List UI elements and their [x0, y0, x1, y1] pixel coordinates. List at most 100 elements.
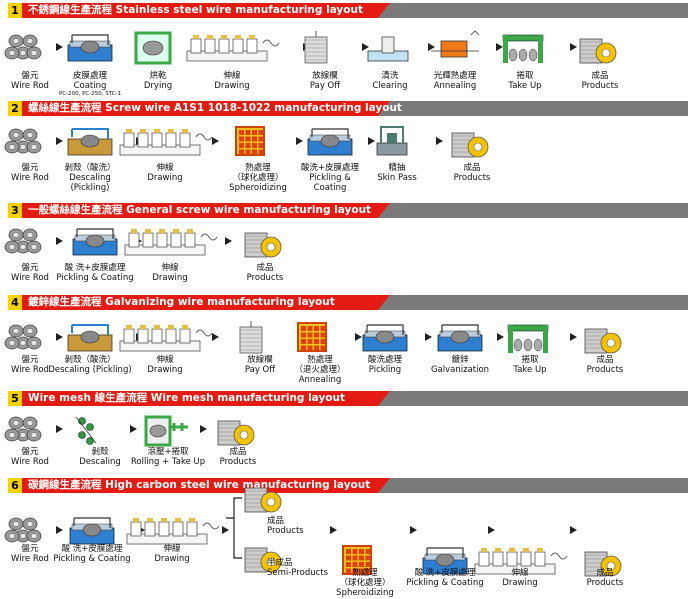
step-label-zh: 烘乾 [149, 71, 167, 81]
flow-arrow [56, 526, 63, 534]
step-label-zh: 剝殼（酸洗） [64, 163, 116, 173]
step-label-zh: 滾壓+捲取 [147, 447, 189, 457]
step-label-en: Take Up [508, 81, 542, 91]
header-red-band [8, 203, 390, 218]
step-label: 剝殼（酸洗）Descaling (Pickling) [40, 163, 140, 193]
product-coil-icon [244, 232, 282, 258]
drawing-machine-icon [119, 325, 213, 352]
step-label-zh: 放線欄 [312, 71, 338, 81]
heat-treatment-icon [235, 126, 265, 156]
step-label-en: Clearing [372, 81, 408, 91]
step-label-zh: 皮膜處理 [72, 71, 107, 81]
flow-arrow [488, 526, 495, 534]
flow-arrow [428, 43, 435, 51]
step-label-zh: 伸線 [511, 568, 529, 578]
step-label-en: Pay Off [309, 81, 341, 91]
step-label-en: Pickling & Coating [53, 554, 131, 564]
flow-arrow [130, 425, 137, 433]
step-label-zh: 半成品 [267, 558, 293, 568]
step-label-en: Galvanization [430, 365, 490, 375]
flow-arrow [56, 333, 63, 341]
step-label-en: Spheroidizing [229, 183, 287, 193]
step-label-zh: 伸線 [161, 263, 179, 273]
coating-tank-icon [69, 517, 115, 545]
descaling-tank-icon [67, 128, 113, 156]
section-number: 2 [8, 101, 22, 116]
step-label-zh: 剝殼 [91, 447, 109, 457]
step-label-en: Pickling & Coating [406, 578, 484, 588]
branch-connector [226, 497, 242, 559]
step-label-en: Drawing [154, 554, 190, 564]
step-label-en: Spheroidizing [336, 588, 394, 598]
step-label-en: Skin Pass [377, 173, 417, 183]
flow-arrow [222, 526, 229, 534]
flow-arrow [212, 333, 219, 341]
flow-arrow [138, 526, 145, 534]
flow-arrow [200, 425, 207, 433]
step-label-zh: 盤元 [21, 163, 39, 173]
flow-arrow [362, 43, 369, 51]
step-label-zh: 酸洗+皮膜處理 [300, 163, 360, 173]
step-label-en: Pay Off [244, 365, 276, 375]
step-label-en: Products [267, 526, 304, 536]
step-label-en: Take Up [513, 365, 547, 375]
pay-off-icon [304, 31, 328, 64]
flow-arrow [570, 333, 577, 341]
flow-arrow [570, 526, 577, 534]
coating-tank-icon [67, 34, 113, 62]
step-label-en: Descaling (Pickling) [48, 365, 132, 375]
step-label-en: Descaling [79, 457, 121, 467]
step-label-zh: 伸線 [156, 163, 174, 173]
coating-tank-icon [72, 228, 118, 256]
step-label-zh: 盤元 [21, 355, 39, 365]
step-label-en: Annealing [433, 81, 477, 91]
flow-arrow [368, 137, 375, 145]
header-grey-band [378, 295, 688, 310]
step-label-en: Products [586, 365, 624, 375]
step-label-en: Wire Rod [11, 81, 49, 91]
flow-arrow [410, 526, 417, 534]
semi-product-coil-icon [244, 547, 282, 573]
step-label-en: Pickling & Coating [309, 173, 351, 193]
flow-arrow [436, 137, 443, 145]
header-grey-band [378, 101, 688, 116]
flow-arrow [212, 137, 219, 145]
step-label-zh: 酸 洗+皮膜處理 [414, 568, 476, 578]
wire-rod-icon [4, 128, 42, 154]
step-label-zh: 酸 洗+皮膜處理 [64, 263, 126, 273]
flow-arrow [296, 137, 303, 145]
step-label-en: Annealing [298, 375, 342, 385]
step-label-zh: 熱處理 （球化處理） [339, 568, 391, 588]
annealing-furnace-icon [431, 30, 480, 58]
header-grey-band [378, 478, 688, 493]
step-label-zh: 盤元 [21, 71, 39, 81]
drawing-machine-icon [124, 229, 218, 256]
heat-treatment-icon [297, 322, 327, 352]
step-label: 熱處理 （球化處理）Spheroidizing [315, 568, 415, 598]
step-note: PC-200, PC-250, STC-1 [58, 91, 122, 97]
coating-tank-icon [422, 547, 468, 575]
